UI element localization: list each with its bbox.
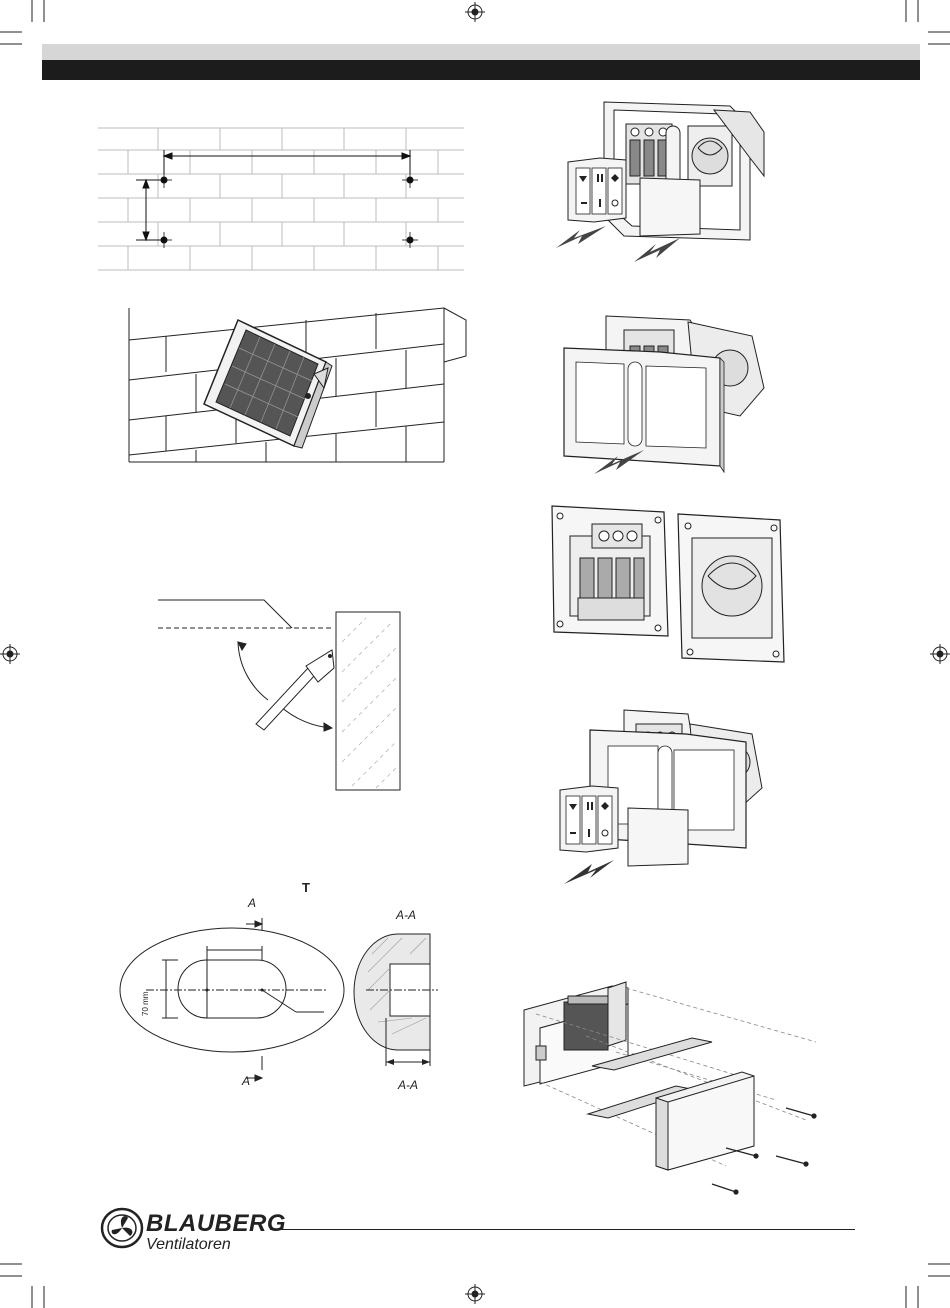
- header-band-dark: [42, 60, 920, 80]
- mounting-hole-section-figure: [116, 894, 446, 1090]
- cut-label-a-top: A: [248, 896, 256, 910]
- switch-mount-plates-figure: [548, 502, 794, 668]
- housing-cover-icon: [656, 1072, 754, 1170]
- switch-remove-keys-figure: [554, 96, 774, 272]
- section-label-bottom: A-A: [398, 1078, 418, 1092]
- switch-remove-frame-figure: [560, 296, 780, 486]
- dimension-width-label: 70 mm: [141, 992, 150, 1016]
- brand-tagline: Ventilatoren: [146, 1236, 231, 1254]
- section-title: T: [302, 880, 310, 895]
- panel-side-icon: [256, 650, 334, 730]
- switch-keypad-icon: [568, 158, 626, 222]
- switch-install-keys-figure: [556, 702, 776, 892]
- blank-cover-icon: [628, 808, 688, 866]
- controller-housing-exploded-figure: [516, 970, 826, 1200]
- arrow-in-icon: [564, 860, 614, 884]
- brand-fan-logo-icon: [100, 1206, 144, 1250]
- section-aa-icon: [354, 934, 438, 1066]
- switch-frame-icon: [564, 348, 724, 472]
- wall-drilling-marks-figure: [96, 124, 466, 274]
- section-label-top: A-A: [396, 908, 416, 922]
- solar-panel-on-brick-wall-figure: [126, 300, 471, 466]
- panel-tilt-angle-figure: [156, 592, 406, 792]
- footer-rule: [270, 1229, 855, 1230]
- solar-panel-icon: [204, 320, 332, 448]
- cut-label-a-bottom: A: [242, 1074, 250, 1088]
- switch-keypad-icon: [560, 786, 618, 852]
- header-band-light: [42, 44, 920, 60]
- blank-cover-icon: [640, 178, 700, 236]
- brand-name: BLAUBERG: [146, 1210, 286, 1238]
